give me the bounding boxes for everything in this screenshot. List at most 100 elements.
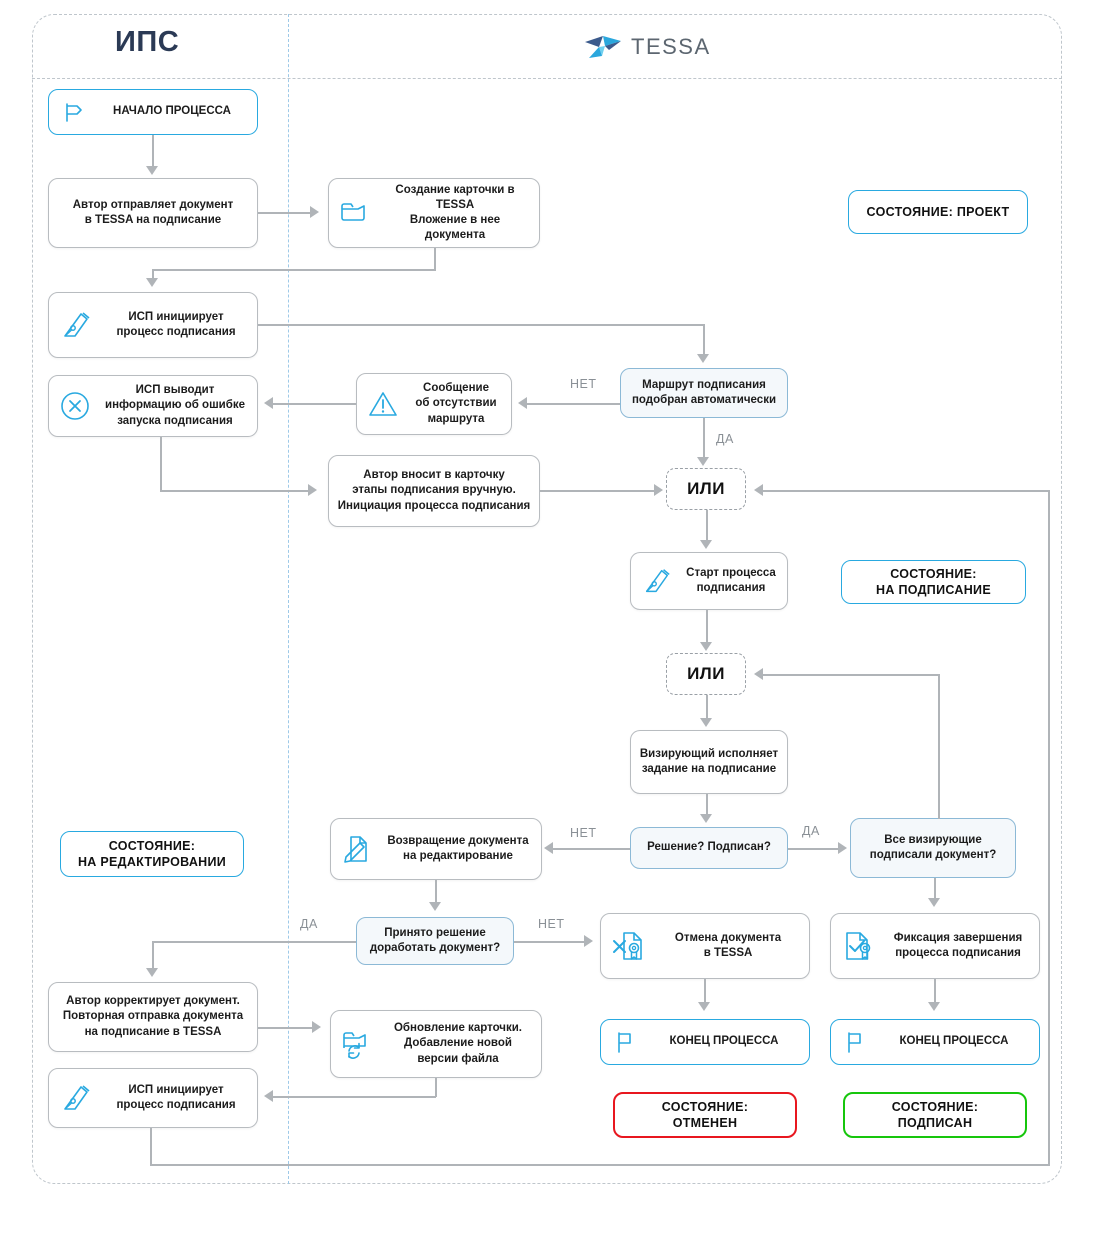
arrowhead xyxy=(698,1002,710,1011)
node-isp-error-label: ИСП выводит информацию об ошибке запуска… xyxy=(105,384,245,427)
node-create-card-label: Создание карточки в TESSA Вложение в нее… xyxy=(395,183,515,242)
tessa-bird-icon xyxy=(585,36,621,58)
edge-label-route-no: НЕТ xyxy=(570,377,597,391)
gate-or-1-label: ИЛИ xyxy=(687,479,725,498)
node-decision-signed[interactable]: Решение? Подписан? xyxy=(630,827,788,869)
folder-icon xyxy=(339,199,369,227)
signpost-icon xyxy=(59,99,85,125)
edge-allsigned-no-vert xyxy=(938,674,940,819)
node-author-corrects-label: Автор корректирует документ. Повторная о… xyxy=(62,995,244,1038)
node-return-for-edit[interactable]: Возвращение документа на редактирование xyxy=(330,818,542,880)
state-cancelled: СОСТОЯНИЕ: ОТМЕНЕН xyxy=(613,1092,797,1138)
arrowhead xyxy=(928,898,940,907)
cancel-certificate-icon xyxy=(611,930,645,962)
node-cancel-doc[interactable]: Отмена документа в TESSA xyxy=(600,913,810,979)
node-isp-init-2-label: ИСП инициирует процесс подписания xyxy=(116,1083,236,1111)
arrowhead xyxy=(264,1090,273,1102)
node-isp-error[interactable]: ИСП выводит информацию об ошибке запуска… xyxy=(48,375,258,437)
node-end-left[interactable]: КОНЕЦ ПРОЦЕССА xyxy=(600,1019,810,1065)
node-end-right-label: КОНЕЦ ПРОЦЕССА xyxy=(899,1035,1009,1048)
tessa-logo: TESSA xyxy=(583,32,711,62)
node-fix-completion[interactable]: Фиксация завершения процесса подписания xyxy=(830,913,1040,979)
diagram-container xyxy=(32,14,1062,1184)
gate-or-1: ИЛИ xyxy=(666,468,746,510)
edge-return-to-rework xyxy=(435,880,437,904)
node-start[interactable]: НАЧАЛО ПРОЦЕССА xyxy=(48,89,258,135)
arrowhead xyxy=(754,668,763,680)
state-editing: СОСТОЯНИЕ: НА РЕДАКТИРОВАНИИ xyxy=(60,831,244,877)
node-update-card[interactable]: Обновление карточки. Добавление новой ве… xyxy=(330,1010,542,1078)
node-manual-stages-label: Автор вносит в карточку этапы подписания… xyxy=(337,469,531,512)
node-create-card[interactable]: Создание карточки в TESSA Вложение в нее… xyxy=(328,178,540,248)
edge-label-rework-no: НЕТ xyxy=(538,917,565,931)
state-cancelled-label: СОСТОЯНИЕ: ОТМЕНЕН xyxy=(661,1099,749,1131)
arrowhead xyxy=(310,206,319,218)
arrowhead xyxy=(312,1021,321,1033)
arrowhead xyxy=(308,484,317,496)
edge-decision-yes xyxy=(788,848,840,850)
arrowhead xyxy=(697,354,709,363)
node-isp-init-1-label: ИСП инициирует процесс подписания xyxy=(116,310,236,338)
tessa-logo-text: TESSA xyxy=(631,34,711,59)
node-start-signing-label: Старт процесса подписания xyxy=(686,566,776,594)
edge-update-down xyxy=(435,1078,437,1097)
arrowhead xyxy=(700,814,712,823)
edge-createcard-down xyxy=(434,248,436,270)
state-signed: СОСТОЯНИЕ: ПОДПИСАН xyxy=(843,1092,1027,1138)
arrowhead xyxy=(146,166,158,175)
node-author-sends[interactable]: Автор отправляет документ в TESSA на под… xyxy=(48,178,258,248)
node-end-left-label: КОНЕЦ ПРОЦЕССА xyxy=(669,1035,779,1048)
refresh-folder-icon xyxy=(341,1029,373,1059)
edge-or2-to-approver xyxy=(706,695,708,719)
edge-noroute-to-error xyxy=(272,403,356,405)
node-start-signing[interactable]: Старт процесса подписания xyxy=(630,552,788,610)
node-all-signed-label: Все визирующие подписали документ? xyxy=(869,833,997,861)
node-all-signed[interactable]: Все визирующие подписали документ? xyxy=(850,818,1016,878)
gate-or-2: ИЛИ xyxy=(666,653,746,695)
node-decision-rework-label: Принято решение доработать документ? xyxy=(369,926,501,954)
node-author-corrects[interactable]: Автор корректирует документ. Повторная о… xyxy=(48,982,258,1052)
node-no-route-msg[interactable]: Сообщение об отсутствии маршрута xyxy=(356,373,512,435)
edit-document-icon xyxy=(341,833,373,865)
edge-approver-to-decision xyxy=(706,794,708,816)
pen-nib-icon xyxy=(59,1082,93,1114)
node-decision-signed-label: Решение? Подписан? xyxy=(647,841,771,854)
edge-start-to-author xyxy=(152,135,154,169)
node-manual-stages[interactable]: Автор вносит в карточку этапы подписания… xyxy=(328,455,540,527)
state-signed-label: СОСТОЯНИЕ: ПОДПИСАН xyxy=(891,1099,979,1131)
node-isp-init-2[interactable]: ИСП инициирует процесс подписания xyxy=(48,1068,258,1128)
edge-decision-no xyxy=(552,848,630,850)
arrowhead xyxy=(928,1002,940,1011)
state-draft: СОСТОЯНИЕ: ПРОЕКТ xyxy=(848,190,1028,234)
node-route-auto-label: Маршрут подписания подобран автоматическ… xyxy=(631,378,777,406)
arrowhead xyxy=(146,968,158,977)
edge-rework-no xyxy=(514,941,586,943)
node-decision-rework[interactable]: Принято решение доработать документ? xyxy=(356,917,514,965)
node-cancel-doc-label: Отмена документа в TESSA xyxy=(674,931,782,959)
arrowhead xyxy=(518,397,527,409)
edge-startsigning-to-or2 xyxy=(706,610,708,644)
edge-label-route-yes: ДА xyxy=(716,432,734,446)
edge-to-routeauto xyxy=(703,324,705,356)
arrowhead xyxy=(700,642,712,651)
state-editing-label: СОСТОЯНИЕ: НА РЕДАКТИРОВАНИИ xyxy=(77,838,227,870)
node-isp-init-1[interactable]: ИСП инициирует процесс подписания xyxy=(48,292,258,358)
lane-header-separator xyxy=(32,78,1062,79)
edge-update-left xyxy=(272,1096,436,1098)
arrowhead xyxy=(429,902,441,911)
edge-ispinit1-right xyxy=(258,324,704,326)
edge-createcard-left xyxy=(152,269,436,271)
arrowhead xyxy=(654,484,663,496)
edge-rework-yes xyxy=(152,941,356,943)
edge-author-to-createcard xyxy=(258,212,312,214)
arrowhead xyxy=(838,842,847,854)
node-update-card-label: Обновление карточки. Добавление новой ве… xyxy=(393,1022,523,1065)
node-route-auto[interactable]: Маршрут подписания подобран автоматическ… xyxy=(620,368,788,418)
node-approver-task[interactable]: Визирующий исполняет задание на подписан… xyxy=(630,730,788,794)
node-no-route-msg-label: Сообщение об отсутствии маршрута xyxy=(415,382,497,425)
signed-certificate-icon xyxy=(841,930,875,962)
edge-label-rework-yes: ДА xyxy=(300,917,318,931)
node-end-right[interactable]: КОНЕЦ ПРОЦЕССА xyxy=(830,1019,1040,1065)
edge-fix-to-end xyxy=(934,979,936,1003)
